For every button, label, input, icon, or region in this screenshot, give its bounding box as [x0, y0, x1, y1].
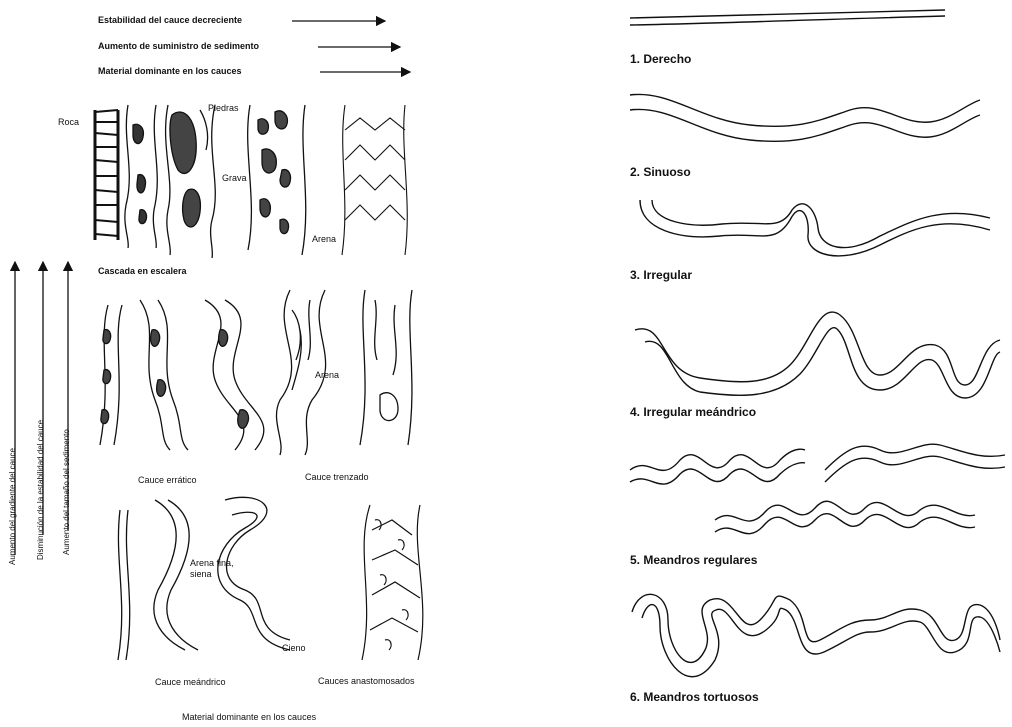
erratic-channel-1	[100, 305, 122, 445]
label-cauce-erratico: Cauce errático	[138, 475, 197, 485]
label-cauces-anastomosados: Cauces anastomosados	[318, 676, 415, 686]
bedrock-channel-sketch	[95, 110, 118, 240]
tortuous-meanders-channel	[632, 594, 1000, 676]
label-grava: Grava	[222, 173, 247, 183]
anastomosing-sketch	[362, 505, 423, 660]
type-label-straight: 1. Derecho	[630, 52, 691, 66]
label-arena-fina: Arena fina,	[190, 558, 234, 568]
footer-dominant-material: Material dominante en los cauces	[182, 712, 316, 722]
irregular-meandering-channel	[635, 312, 1000, 398]
label-arena-mid: Arena	[315, 370, 339, 380]
label-arena-top: Arena	[312, 234, 336, 244]
label-cauce-meandrico: Cauce meándrico	[155, 677, 226, 687]
header-arrows	[292, 21, 410, 72]
erratic-channel-2	[140, 300, 188, 450]
gravel-braid-sketch	[248, 105, 306, 255]
type-label-irregular-meandering: 4. Irregular meándrico	[630, 405, 756, 419]
type-label-irregular: 3. Irregular	[630, 268, 692, 282]
vertical-label-sediment-size: Aumento del tamaño del sedimento	[62, 429, 71, 555]
regular-meanders-channel	[630, 444, 1005, 533]
type-label-regular-meanders: 5. Meandros regulares	[630, 553, 757, 567]
label-roca: Roca	[58, 117, 79, 127]
straight-channel	[630, 10, 945, 25]
meander-sketch-3	[218, 497, 290, 650]
label-cauce-trenzado: Cauce trenzado	[305, 472, 369, 482]
label-cascada: Cascada en escalera	[98, 266, 187, 276]
header-dominant-material: Material dominante en los cauces	[98, 66, 242, 76]
braided-channel-2	[360, 290, 412, 445]
step-pool-sketch	[125, 105, 157, 248]
type-label-tortuous-meanders: 6. Meandros tortuosos	[630, 690, 759, 704]
label-cieno: Cieno	[282, 643, 306, 653]
sand-channel-sketch	[342, 105, 407, 255]
gravel-channel-sketch	[166, 105, 216, 258]
header-stability: Estabilidad del cauce decreciente	[98, 15, 242, 25]
label-arena-fina-2: siena	[190, 569, 212, 579]
irregular-channel	[640, 200, 990, 256]
sinuous-channel	[630, 94, 980, 141]
header-sediment-supply: Aumento de suministro de sedimento	[98, 41, 259, 51]
erratic-channel-3	[205, 300, 264, 450]
vertical-label-stability: Disminución de la estabilidad del cauce	[36, 420, 45, 560]
vertical-label-gradient: Aumento del gradiente del cauce	[8, 448, 17, 565]
label-piedras: Piedras	[208, 103, 239, 113]
meander-sketch-1	[118, 510, 130, 660]
type-label-sinuous: 2. Sinuoso	[630, 165, 691, 179]
